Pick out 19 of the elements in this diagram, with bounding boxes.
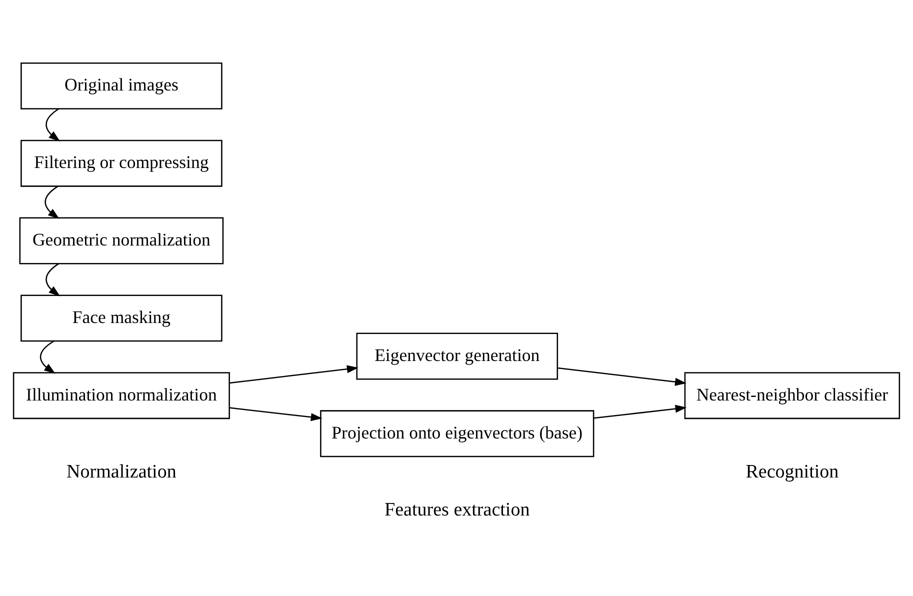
arrow: [229, 364, 358, 384]
arrow: [558, 366, 686, 386]
label: Recognition: [746, 460, 839, 482]
arrow: [594, 404, 687, 418]
label: Normalization: [66, 460, 176, 482]
arrow: [44, 185, 60, 218]
node-box: Nearest-neighbor classifier: [684, 372, 900, 419]
label: Features extraction: [384, 499, 530, 520]
node-box: Illumination normalization: [12, 372, 230, 419]
node-box: Original images: [20, 62, 222, 109]
node-box: Eigenvector generation: [356, 332, 558, 380]
node-box: Face masking: [20, 294, 222, 342]
node-box: Projection onto eigenvectors (base): [320, 410, 594, 457]
arrow: [229, 406, 322, 421]
node-box: Filtering or compressing: [20, 139, 222, 186]
arrow: [46, 108, 60, 142]
arrow: [40, 340, 56, 374]
arrow: [46, 262, 60, 296]
node-box: Geometric normalization: [19, 216, 224, 264]
